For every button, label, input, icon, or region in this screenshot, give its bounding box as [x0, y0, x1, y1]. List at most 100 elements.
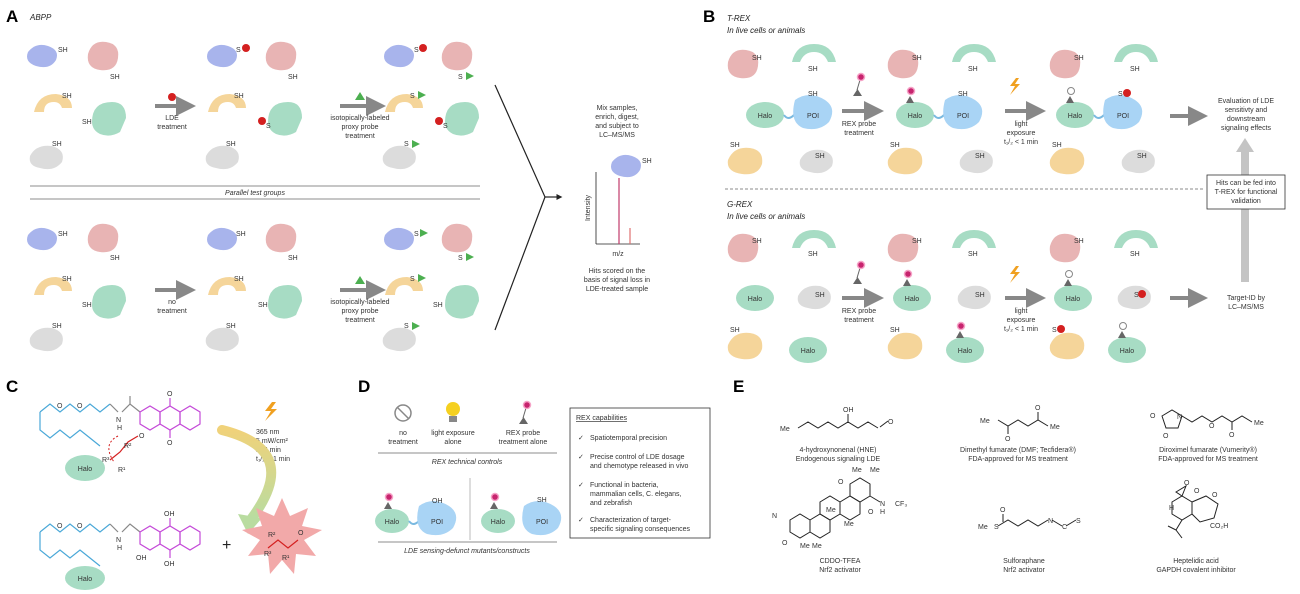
- atom-o: O: [57, 403, 63, 410]
- capability-item: specific signaling consequences: [590, 526, 691, 533]
- thiol-label: SH: [730, 142, 740, 149]
- light-label: t₁/₂ < 1 min: [1004, 139, 1038, 146]
- thiol-label: S: [1118, 91, 1123, 98]
- protein-pink: [727, 49, 759, 79]
- probe-treatment-label: proxy probe: [342, 124, 379, 131]
- atom-n: N: [1177, 414, 1182, 421]
- atom-h: H: [117, 545, 122, 552]
- protein-grey: [799, 149, 833, 174]
- lde-adduct: [1057, 325, 1065, 333]
- protein-yellow: [385, 94, 423, 112]
- protein-green: [445, 102, 479, 136]
- lde-treatment-label: treatment: [157, 124, 187, 131]
- halo-domain: [736, 285, 774, 311]
- peg-linker: [39, 403, 111, 413]
- a-bottom-proteins: SH SH SH SH SH no treatment SH SH SH SH …: [27, 223, 479, 352]
- halo-label: Halo: [491, 519, 506, 526]
- thiol-label: S: [410, 276, 415, 283]
- probe-adduct: [466, 253, 474, 261]
- anthraquinone-core: [139, 398, 201, 438]
- r3-label: R³: [102, 457, 110, 464]
- protein-green: [92, 102, 126, 136]
- halo-domain: [746, 102, 784, 128]
- panel-b: B T-REX In live cells or animals SH SH H…: [703, 7, 1286, 363]
- atom-me: Me: [812, 543, 822, 550]
- lde-dot: [168, 93, 176, 101]
- capability-item: and zebrafish: [590, 500, 632, 507]
- protein-yellow: [208, 277, 246, 295]
- halo-label: Halo: [1068, 113, 1083, 120]
- atom-o: O: [167, 391, 173, 398]
- drf-desc: FDA-approved for MS treatment: [1158, 456, 1258, 463]
- protein-blue: [27, 44, 57, 68]
- sulforaphane-structure: [997, 514, 1077, 527]
- protein-yellow: [1049, 147, 1085, 175]
- protein-yellow: [727, 147, 763, 175]
- atom-h: H: [1169, 505, 1174, 512]
- protein-pink: [87, 41, 119, 71]
- evaluation-label: sensitivty and: [1225, 107, 1268, 114]
- probe-stem: [522, 407, 527, 419]
- poi-label: POI: [807, 113, 819, 120]
- panel-b-letter: B: [703, 7, 715, 26]
- protein-blue: [384, 227, 414, 251]
- atom-o: O: [1184, 480, 1190, 487]
- thiol-label: S: [458, 255, 463, 262]
- lde-adduct: [1123, 89, 1131, 97]
- protein-grey: [29, 145, 63, 170]
- protein-grey: [205, 145, 239, 170]
- capabilities-title: REX capabilities: [576, 415, 627, 422]
- thiol-label: S: [404, 323, 409, 330]
- atom-o: O: [782, 540, 788, 547]
- capability-item: Precise control of LDE dosage: [590, 454, 685, 461]
- atom-me: Me: [844, 521, 854, 528]
- halo-domain: [1056, 102, 1094, 128]
- lde-adduct: [1138, 290, 1146, 298]
- lightbulb-icon: [446, 402, 460, 416]
- thiol-label: SH: [1130, 251, 1140, 258]
- protein-blue: [207, 44, 237, 68]
- probe-triangle-icon: [1064, 279, 1072, 286]
- poi-label: POI: [536, 519, 548, 526]
- probe-triangle-icon: [1118, 331, 1126, 338]
- thiol-label: SH: [1074, 55, 1084, 62]
- panel-e-letter: E: [733, 377, 744, 396]
- atom-o: O: [888, 419, 894, 426]
- halo-label: Halo: [1120, 348, 1135, 355]
- atom-co2h: CO₂H: [1210, 523, 1228, 530]
- protein-pink: [441, 223, 473, 253]
- r1-label: R¹: [282, 555, 290, 562]
- atom-o: O: [167, 440, 173, 447]
- thiol-label: SH: [537, 497, 547, 504]
- protein-blue: [27, 227, 57, 251]
- halo-domain: [65, 566, 105, 590]
- protein-pink: [887, 49, 919, 79]
- atom-o: O: [298, 530, 304, 537]
- thiol-label: SH: [808, 66, 818, 73]
- probe-lde-icon: [384, 492, 394, 502]
- lde-adduct: [435, 117, 443, 125]
- feedback-arrow-head: [1236, 138, 1254, 152]
- atom-me: Me: [870, 467, 880, 474]
- lde-adduct: [258, 117, 266, 125]
- no-treatment-label: no: [168, 299, 176, 306]
- halo-label: Halo: [78, 466, 93, 473]
- probe-triangle: [355, 92, 365, 100]
- capability-item: Spatiotemporal precision: [590, 435, 667, 442]
- probe-adduct: [418, 91, 426, 99]
- atom-me: Me: [1254, 420, 1264, 427]
- thiol-label: SH: [890, 327, 900, 334]
- protein-grey: [382, 145, 416, 170]
- atom-h: H: [880, 509, 885, 516]
- capabilities-box: [569, 407, 711, 539]
- rex-alone-label: treatment alone: [499, 439, 548, 446]
- mix-label: LC–MS/MS: [599, 132, 635, 139]
- probe-treatment-label: proxy probe: [342, 308, 379, 315]
- bond: [109, 403, 119, 413]
- protein-yellow: [34, 277, 72, 295]
- poi-label: POI: [431, 519, 443, 526]
- panel-c-letter: C: [6, 377, 18, 396]
- sulforaphane-desc: Nrf2 activator: [1003, 567, 1045, 574]
- atom-me: Me: [980, 418, 990, 425]
